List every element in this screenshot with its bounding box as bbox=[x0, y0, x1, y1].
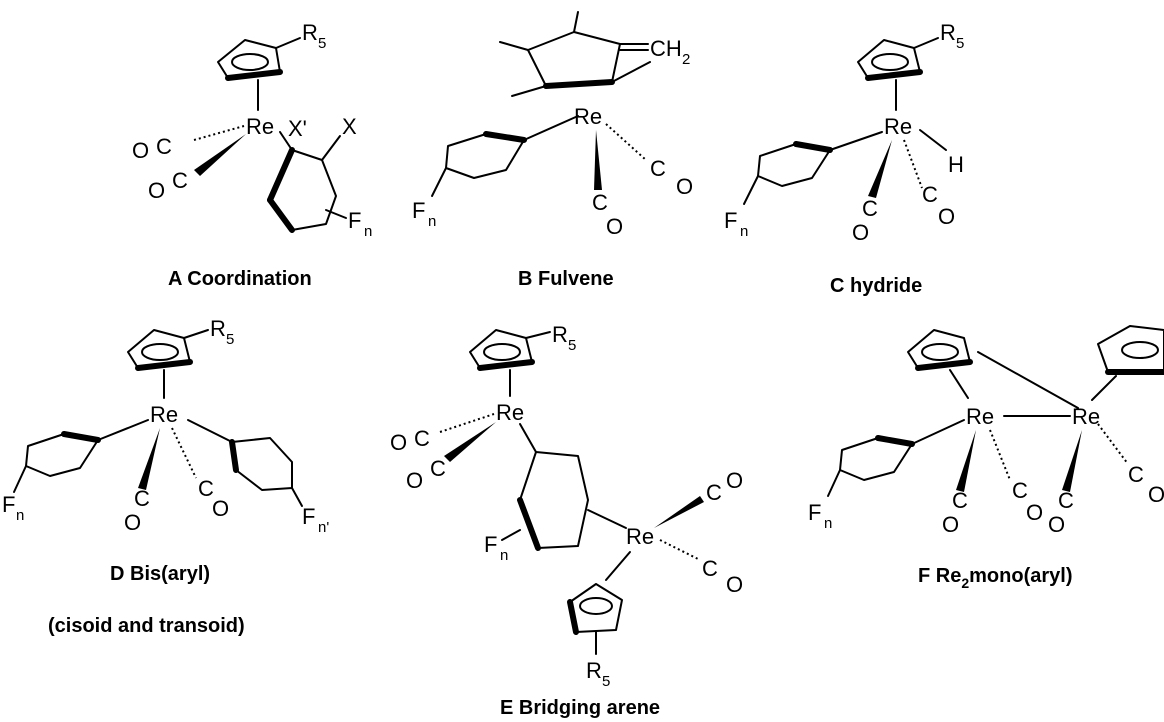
svg-text:C: C bbox=[706, 480, 722, 505]
svg-text:O: O bbox=[148, 178, 165, 203]
svg-text:O: O bbox=[132, 138, 149, 163]
svg-text:F: F bbox=[484, 532, 497, 557]
cp-ring bbox=[217, 39, 281, 79]
cp-ring-right bbox=[1097, 325, 1164, 373]
caption-d-line1: D Bis(aryl) bbox=[110, 563, 210, 585]
svg-text:C: C bbox=[172, 168, 188, 193]
svg-text:5: 5 bbox=[602, 673, 610, 690]
structure-e-bridging-arene: R 5 Re O C O C F n Re C O C O R 5 E Brid… bbox=[390, 322, 743, 719]
svg-text:O: O bbox=[1048, 512, 1065, 537]
svg-text:n: n bbox=[500, 547, 508, 564]
svg-text:5: 5 bbox=[318, 35, 326, 52]
svg-text:C: C bbox=[952, 488, 968, 513]
svg-text:F: F bbox=[2, 492, 15, 517]
caption-a: A Coordination bbox=[168, 268, 312, 290]
structure-b-fulvene: CH 2 Re F n C O C O B Fulvene bbox=[412, 11, 693, 290]
svg-text:C: C bbox=[1128, 462, 1144, 487]
svg-text:2: 2 bbox=[682, 51, 690, 68]
re-atom: Re bbox=[150, 402, 178, 427]
svg-text:C: C bbox=[650, 156, 666, 181]
caption-e: E Bridging arene bbox=[500, 697, 660, 719]
svg-text:C: C bbox=[592, 190, 608, 215]
svg-text:R: R bbox=[552, 322, 568, 347]
svg-text:C: C bbox=[1012, 478, 1028, 503]
caption-f: F Re2mono(aryl) bbox=[918, 565, 1072, 591]
fulvene-ring bbox=[527, 31, 621, 87]
svg-text:n: n bbox=[824, 515, 832, 532]
svg-text:5: 5 bbox=[568, 337, 576, 354]
svg-text:O: O bbox=[726, 468, 743, 493]
cp-ring-top bbox=[469, 329, 533, 369]
svg-text:C: C bbox=[134, 486, 150, 511]
svg-text:F: F bbox=[724, 208, 737, 233]
svg-text:O: O bbox=[1148, 482, 1164, 507]
svg-text:O: O bbox=[942, 512, 959, 537]
svg-text:n: n bbox=[428, 213, 436, 230]
svg-text:R: R bbox=[210, 316, 226, 341]
structure-a-coordination: R 5 Re O C O C X' X F n A Coordination bbox=[132, 20, 372, 290]
re-atom: Re bbox=[246, 114, 274, 139]
structure-f-re2-monoaryl: Re Re F n C O C O C O C O F Re2mono(aryl… bbox=[808, 325, 1164, 591]
svg-text:O: O bbox=[676, 174, 693, 199]
svg-text:C: C bbox=[156, 134, 172, 159]
svg-text:5: 5 bbox=[956, 35, 964, 52]
svg-text:F: F bbox=[348, 208, 361, 233]
re-atom: Re bbox=[884, 114, 912, 139]
svg-text:O: O bbox=[212, 496, 229, 521]
svg-text:O: O bbox=[852, 220, 869, 245]
svg-text:C: C bbox=[922, 182, 938, 207]
ch2-group: CH bbox=[650, 36, 682, 61]
svg-text:C: C bbox=[702, 556, 718, 581]
re-atom-right: Re bbox=[1072, 404, 1100, 429]
caption-d-line2: (cisoid and transoid) bbox=[48, 615, 245, 637]
svg-text:n: n bbox=[364, 223, 372, 240]
svg-text:C: C bbox=[414, 426, 430, 451]
svg-text:F: F bbox=[302, 504, 315, 529]
svg-text:O: O bbox=[606, 214, 623, 239]
r-label: R bbox=[302, 20, 318, 45]
svg-text:O: O bbox=[726, 572, 743, 597]
cp-ring bbox=[127, 329, 191, 369]
svg-text:n: n bbox=[740, 223, 748, 240]
svg-text:O: O bbox=[406, 468, 423, 493]
halide-prime: X' bbox=[288, 116, 307, 141]
svg-text:C: C bbox=[430, 456, 446, 481]
svg-text:C: C bbox=[198, 476, 214, 501]
svg-text:F: F bbox=[808, 500, 821, 525]
structure-d-bisaryl: R 5 Re F n F n' C O C O D Bis(aryl) (cis… bbox=[2, 316, 329, 637]
svg-text:R: R bbox=[586, 658, 602, 683]
svg-text:C: C bbox=[862, 196, 878, 221]
re-atom-left: Re bbox=[966, 404, 994, 429]
svg-text:5: 5 bbox=[226, 331, 234, 348]
structure-c-hydride: R 5 Re H F n C O C O C hydride bbox=[724, 20, 964, 297]
cp-ring-bottom bbox=[569, 583, 623, 633]
caption-b: B Fulvene bbox=[518, 268, 614, 290]
cp-ring-left bbox=[907, 329, 971, 369]
svg-text:O: O bbox=[390, 430, 407, 455]
svg-text:O: O bbox=[938, 204, 955, 229]
svg-text:O: O bbox=[124, 510, 141, 535]
cp-ring bbox=[857, 39, 921, 79]
halide: X bbox=[342, 114, 357, 139]
svg-text:F: F bbox=[412, 198, 425, 223]
hydride-h: H bbox=[948, 152, 964, 177]
re-atom-top: Re bbox=[496, 400, 524, 425]
svg-text:n': n' bbox=[318, 519, 329, 536]
caption-c: C hydride bbox=[830, 275, 922, 297]
svg-text:n: n bbox=[16, 507, 24, 524]
svg-text:O: O bbox=[1026, 500, 1043, 525]
svg-text:R: R bbox=[940, 20, 956, 45]
svg-text:C: C bbox=[1058, 488, 1074, 513]
aryl-ring-right bbox=[231, 437, 293, 491]
re-atom-bottom: Re bbox=[626, 524, 654, 549]
